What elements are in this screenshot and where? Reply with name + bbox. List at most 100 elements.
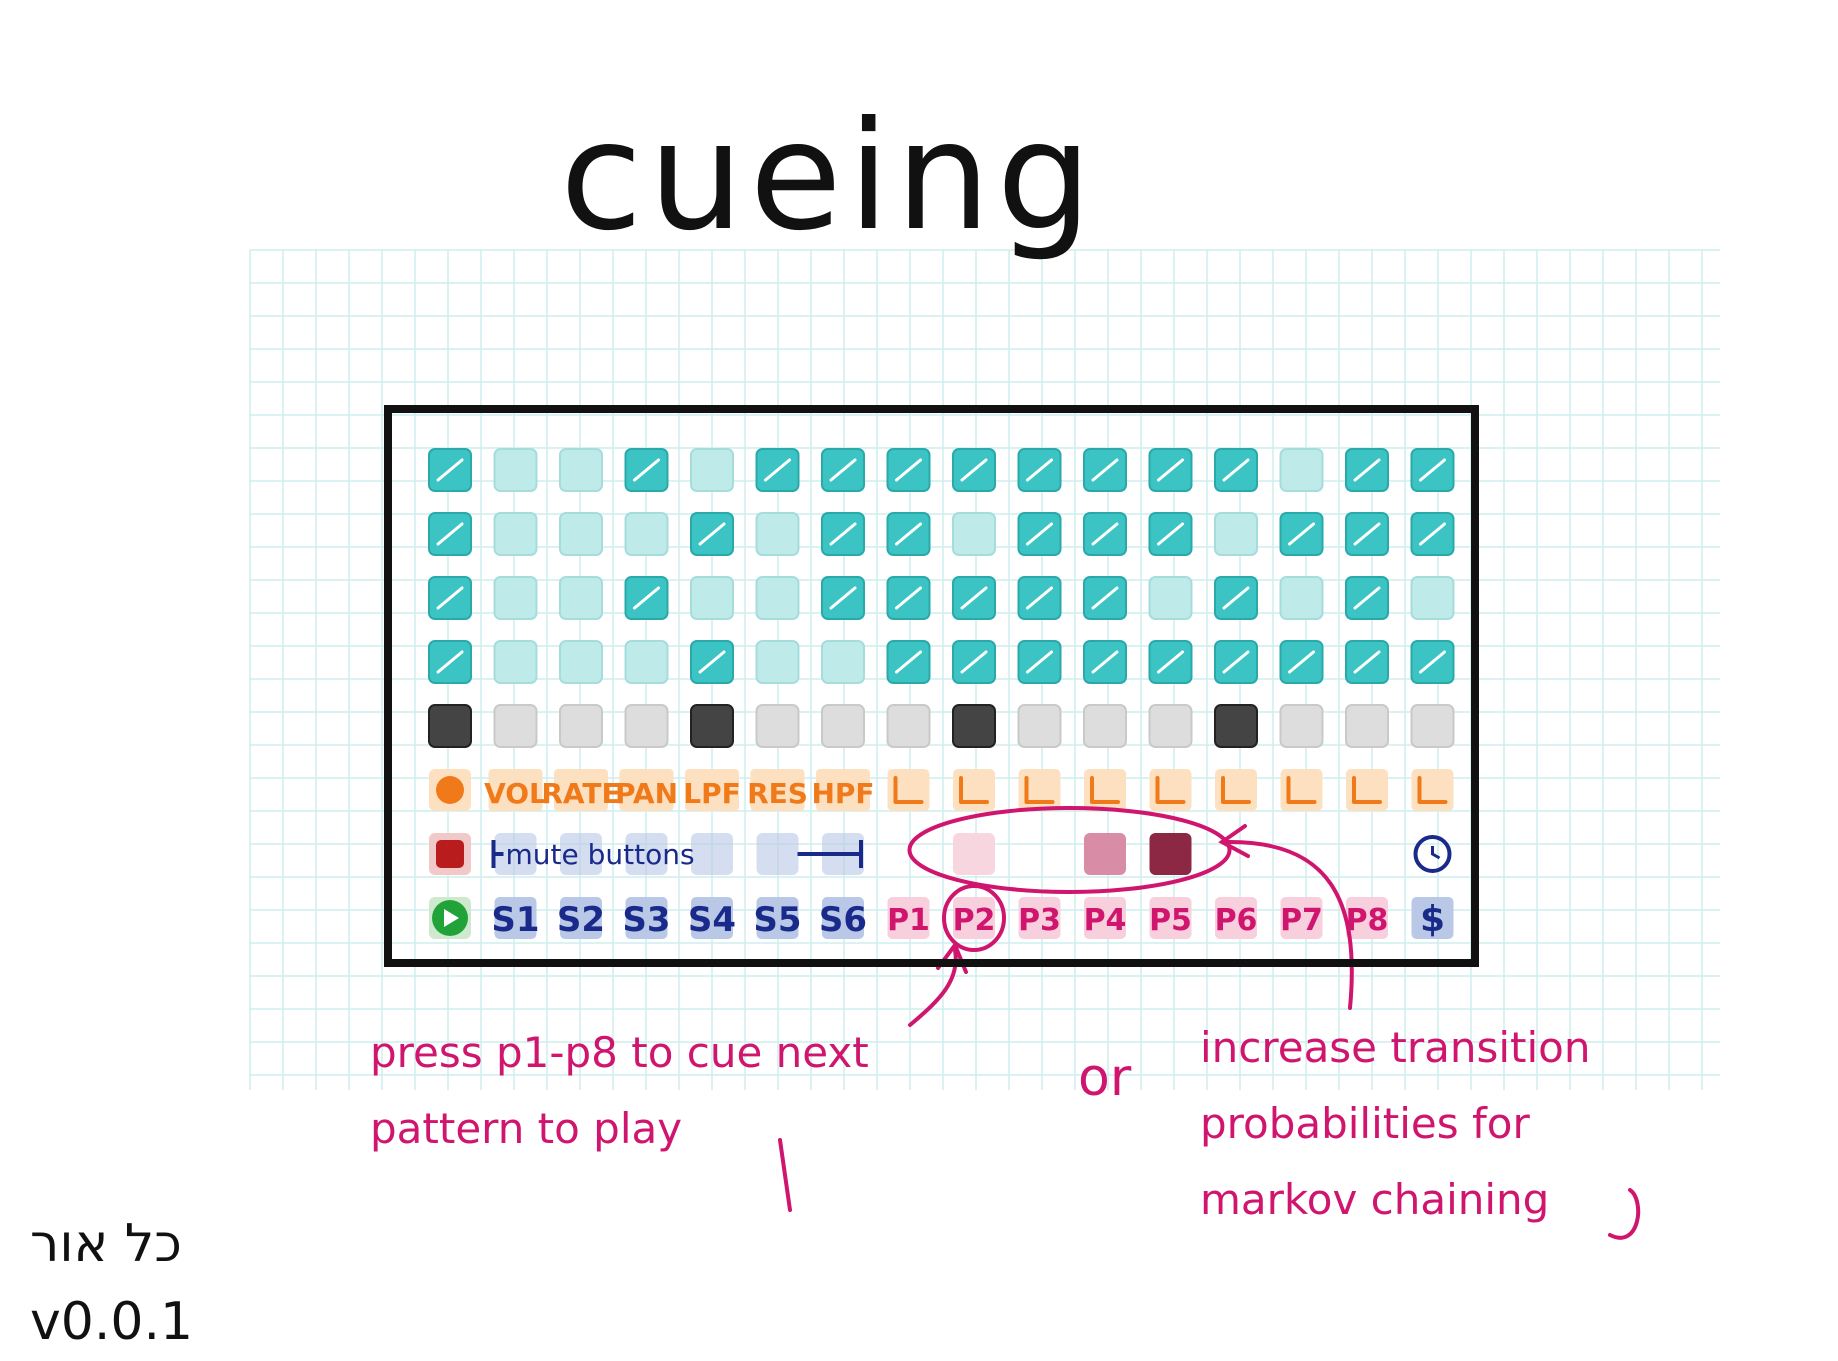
pattern-button[interactable] <box>1018 897 1061 939</box>
pattern-button[interactable] <box>953 897 995 939</box>
pad-button[interactable] <box>1279 576 1324 620</box>
pad-button[interactable] <box>493 512 538 556</box>
track-button[interactable] <box>1148 704 1193 748</box>
pad-button[interactable] <box>624 640 669 684</box>
pad-hatch <box>1353 650 1381 674</box>
pad-hatch <box>1091 522 1119 546</box>
mute-button[interactable] <box>494 833 537 875</box>
track-button[interactable] <box>886 704 931 748</box>
pad-button[interactable] <box>559 448 603 492</box>
sample-button[interactable] <box>560 897 602 939</box>
pad-button[interactable] <box>1410 576 1455 620</box>
sample-button[interactable] <box>756 897 799 939</box>
sample-button[interactable] <box>494 897 537 939</box>
pad-button[interactable] <box>1214 512 1258 556</box>
control-button[interactable] <box>488 769 543 811</box>
pad-button[interactable] <box>1148 576 1193 620</box>
track-button[interactable] <box>624 704 669 748</box>
pad-hatch <box>1091 458 1119 482</box>
pad-hatch <box>698 522 726 546</box>
signature-version: v0.0.1 <box>30 1292 194 1352</box>
probability-button[interactable] <box>1084 833 1126 875</box>
pad-button[interactable] <box>559 512 603 556</box>
mute-button[interactable] <box>560 833 602 875</box>
annotation-right: increase transition probabilities for ma… <box>1200 1010 1590 1238</box>
sample-label: S3 <box>622 900 670 940</box>
probability-button[interactable] <box>953 833 995 875</box>
step-loop-icon <box>1286 776 1317 804</box>
track-button[interactable] <box>1279 704 1324 748</box>
control-button[interactable] <box>750 769 805 811</box>
pattern-label: P2 <box>953 903 996 938</box>
annotation-right-line2: probabilities for <box>1200 1099 1530 1148</box>
pad-hatch <box>1288 650 1315 674</box>
pad-hatch <box>1157 522 1184 546</box>
pad-button[interactable] <box>755 512 800 556</box>
track-button[interactable] <box>1345 704 1389 748</box>
pad-button[interactable] <box>559 576 603 620</box>
control-button[interactable] <box>816 769 870 811</box>
stop-square-icon <box>436 840 464 868</box>
pattern-label: P1 <box>887 903 930 938</box>
track-button[interactable] <box>1410 704 1455 748</box>
record-dot-icon <box>436 776 464 804</box>
pattern-button[interactable] <box>887 897 930 939</box>
track-button[interactable] <box>821 704 865 748</box>
mute-button[interactable] <box>756 833 799 875</box>
sample-label: S1 <box>491 900 539 940</box>
pattern-label: P6 <box>1215 903 1258 938</box>
pad-hatch <box>1222 586 1250 610</box>
control-label: LPF <box>683 777 741 810</box>
pattern-button[interactable] <box>1346 897 1388 939</box>
track-button[interactable] <box>1083 704 1127 748</box>
pad-button[interactable] <box>493 640 538 684</box>
track-button[interactable] <box>755 704 800 748</box>
pad-button[interactable] <box>755 576 800 620</box>
probability-button[interactable] <box>1149 833 1192 875</box>
control-button[interactable] <box>619 769 674 811</box>
sample-button[interactable] <box>625 897 668 939</box>
pad-hatch <box>1419 522 1446 546</box>
sample-label: S6 <box>819 900 867 940</box>
pad-hatch <box>829 458 857 482</box>
annotation-left-line2: pattern to play <box>370 1104 683 1153</box>
control-label: HPF <box>811 777 874 810</box>
pad-button[interactable] <box>493 448 538 492</box>
pattern-button[interactable] <box>1280 897 1323 939</box>
pad-hatch <box>1026 650 1053 674</box>
pad-button[interactable] <box>690 448 734 492</box>
pad-button[interactable] <box>755 640 800 684</box>
mute-button[interactable] <box>691 833 733 875</box>
pad-hatch <box>1222 458 1250 482</box>
control-button[interactable] <box>685 769 739 811</box>
pattern-button[interactable] <box>1215 897 1257 939</box>
pad-button[interactable] <box>559 640 603 684</box>
control-label: VOL <box>484 777 547 810</box>
pad-button[interactable] <box>821 640 865 684</box>
dollar-button[interactable] <box>1411 897 1454 939</box>
control-button[interactable] <box>554 769 608 811</box>
pattern-button[interactable] <box>1149 897 1192 939</box>
track-button[interactable] <box>952 704 996 748</box>
mute-button[interactable] <box>625 833 668 875</box>
track-button[interactable] <box>559 704 603 748</box>
mute-label: mute buttons <box>506 838 695 871</box>
pad-button[interactable] <box>690 576 734 620</box>
pad-button[interactable] <box>493 576 538 620</box>
sample-button[interactable] <box>822 897 864 939</box>
pad-button[interactable] <box>624 512 669 556</box>
track-button[interactable] <box>493 704 538 748</box>
track-button[interactable] <box>1017 704 1062 748</box>
pad-button[interactable] <box>1279 448 1324 492</box>
ramp-down-icon <box>893 776 924 804</box>
pad-hatch <box>1157 650 1184 674</box>
pad-hatch <box>1419 650 1446 674</box>
sample-label: S4 <box>688 900 736 940</box>
pad-button[interactable] <box>952 512 996 556</box>
pattern-button[interactable] <box>1084 897 1126 939</box>
track-button[interactable] <box>428 704 472 748</box>
sample-button[interactable] <box>691 897 733 939</box>
track-button[interactable] <box>690 704 734 748</box>
track-button[interactable] <box>1214 704 1258 748</box>
